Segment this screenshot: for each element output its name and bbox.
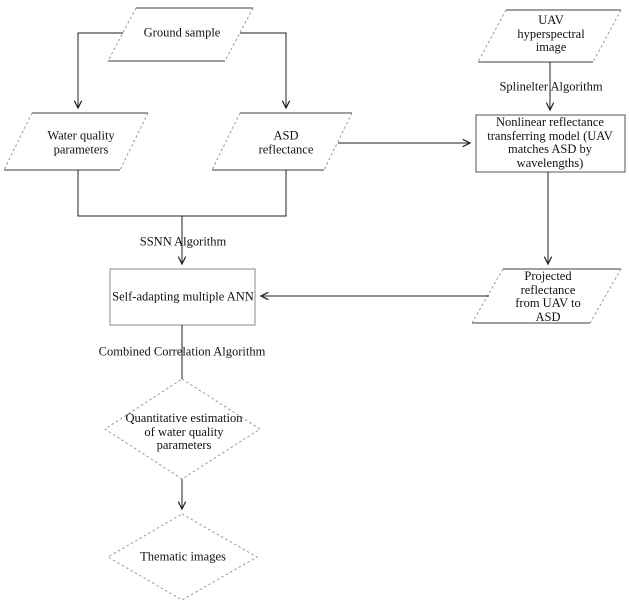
asd-reflectance-shape — [211, 112, 353, 171]
quantitative-estimation-shape — [104, 378, 261, 480]
edge-ground-to-water-arrow — [73, 32, 123, 110]
nonlinear-model-shape — [475, 114, 626, 173]
projected-reflectance-shape — [471, 268, 622, 324]
water-quality-shape — [3, 112, 149, 171]
edge-merge-join-line — [77, 170, 287, 217]
edge-ground-to-asd-arrow — [240, 32, 291, 110]
ground-sample-shape — [107, 7, 254, 62]
uav-image-shape — [477, 9, 622, 63]
thematic-images-shape — [107, 513, 259, 601]
ann-shape — [109, 268, 256, 326]
